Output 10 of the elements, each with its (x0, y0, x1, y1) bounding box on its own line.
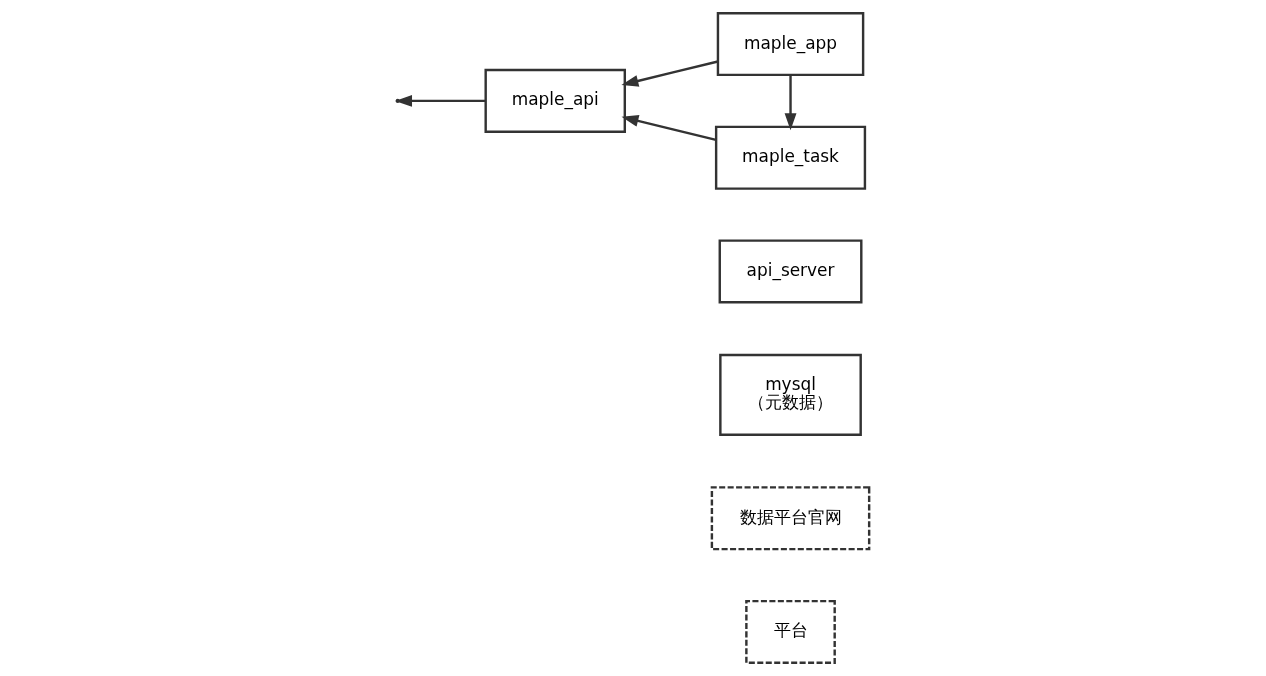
node-box: maple_api (484, 68, 626, 133)
arrow (621, 115, 717, 141)
node-box: maple_app (716, 12, 865, 77)
node-box: 平台 (745, 599, 836, 664)
arrow (784, 75, 797, 131)
node-box: mysql （元数据） (719, 353, 862, 436)
node-box: api_server (718, 239, 863, 304)
arrow (621, 60, 719, 87)
node-box: maple_task (714, 125, 867, 190)
node-box: 数据平台官网 (710, 486, 871, 551)
